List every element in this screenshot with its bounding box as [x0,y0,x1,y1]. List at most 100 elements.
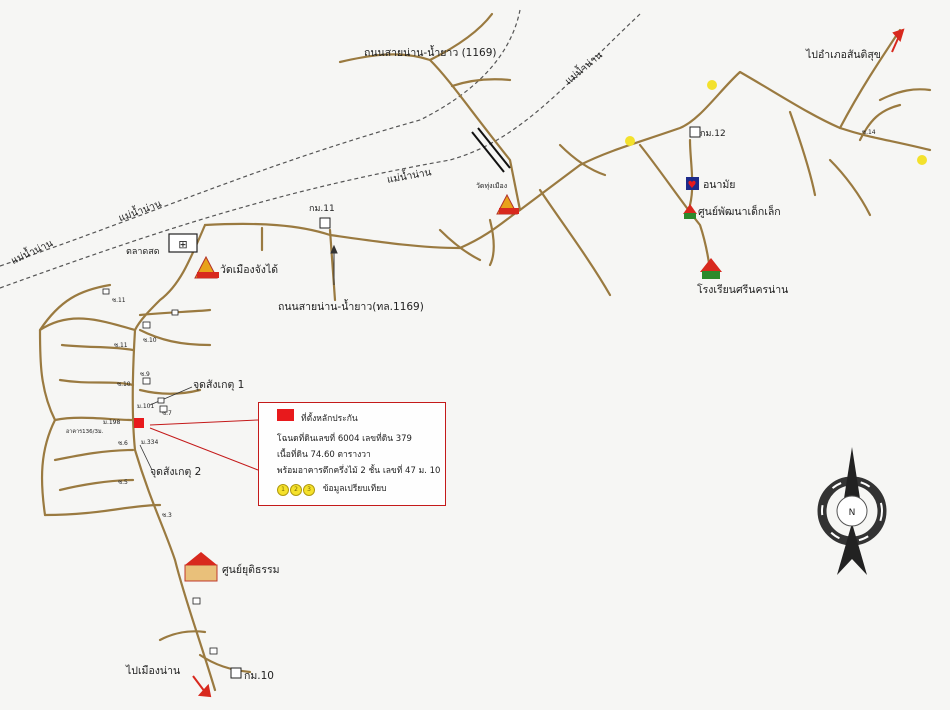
school-label: โรงเรียนศรีนครน่าน [697,284,789,296]
temple-label: วัดเมืองจังได้ [220,264,279,276]
road-ne [838,28,902,130]
road-tm2 [488,218,495,267]
lane-label: ซ.5 [118,479,128,486]
svg-text:⊞: ⊞ [178,238,187,251]
road-main-south [131,328,217,692]
road-km12 [688,138,694,207]
lane [138,328,212,347]
svg-text:♥: ♥ [688,180,697,191]
comparison-marker [625,136,635,146]
comparison-icon: 2 [290,484,302,496]
justice-icon [184,552,218,582]
temple-icon [496,193,519,215]
school-icon [700,258,722,279]
landmark-pointer [149,386,193,406]
legend-line: พร้อมอาคารตึกครึ่งไม้ 2 ชั้น เลขที่ 47 ม… [277,466,441,476]
lane [58,378,135,387]
road-e2 [788,110,817,197]
lane-label: ซ.7 [162,410,172,417]
comparison-icon: 3 [303,484,315,496]
health-label: อนามัย [703,179,736,191]
lane-label: ซ.11 [112,297,126,304]
lane [60,343,135,352]
health-icon: ♥ [686,177,699,191]
road-e1 [558,143,607,177]
to-santisuk-label: ไปอำเภอสันติสุข [806,49,881,61]
lane-label: ม.101 [137,403,155,410]
main-road [203,70,932,250]
legend-swatch [277,409,294,421]
legend-line: โฉนดที่ดินเลขที่ 6004 เลขที่ดิน 379 [277,434,412,444]
bridge [471,127,511,173]
lane [198,653,252,674]
market-icon: ⊞ [168,233,198,253]
comparison-marker [917,155,927,165]
lane-label: ม.334 [141,439,159,446]
to-santisuk-arrow-icon [891,28,905,53]
km-label: กม.11 [309,204,335,214]
km-marker-icon [230,126,701,679]
river-line [0,13,641,289]
lane-label: ซ.10 [117,381,131,388]
comparison-icon: 1 [277,484,289,496]
landmark-pointer [139,444,153,471]
road-north [338,53,522,212]
lane [53,448,135,462]
childcare-label: ศูนย์พัฒนาเด็กเล็ก [698,206,781,218]
market-label: ตลาดสด [126,247,160,257]
road-north-top [428,12,494,62]
lane [158,630,207,642]
childcare-icon [683,204,697,219]
road-e5 [858,103,902,142]
lane [58,478,135,492]
lane [138,308,212,317]
road-school [638,143,712,272]
lane-label: ซ.3 [162,512,172,519]
km-label: กม.10 [244,670,274,682]
legend-title: ที่ตั้งหลักประกัน [301,414,358,424]
km-label: กม.12 [700,129,726,139]
lane [53,416,135,422]
temple-label: วัดทุ่งเมือง [476,182,508,190]
lane-label: ซ.11 [114,342,128,349]
road-pointer [330,244,338,285]
road-e4 [878,88,932,102]
legend-compare-label: ข้อมูลเปรียบเทียบ [322,484,387,494]
justice-label: ศูนย์ยุติธรรม [222,564,280,576]
lane-label: ม.198 [103,419,121,426]
lane-label: ซ.9 [140,371,150,378]
compass-north-label: N [849,508,856,518]
house-icon [102,288,218,655]
road-e3 [828,158,872,217]
legend-pointer [149,419,259,471]
landmark-label: จุดสังเกตุ 2 [150,466,202,478]
lane [138,388,202,395]
compass-icon: N [817,447,887,575]
lane-small-label: อาคาร136/3ม. [66,429,104,435]
lane [43,503,162,517]
road-km11b [328,228,337,302]
legend-line: เนื้อที่ดิน 74.60 ตารางวา [277,450,371,460]
comparison-marker [707,80,717,90]
road-se [538,188,612,297]
road-label-mid: ถนนสายน่าน-น้ำยาว(ทล.1169) [278,301,424,313]
lane-label: ซ.14 [862,129,876,136]
property-marker [134,418,144,428]
to-nan-label: ไปเมืองน่าน [126,665,181,677]
river-line [0,9,521,267]
temple-icon [194,255,219,279]
road-loop-west [38,317,137,517]
lane-label: ซ.6 [118,440,128,447]
road-tm [438,228,482,262]
lane-label: ซ.10 [143,337,157,344]
legend-box: ที่ตั้งหลักประกัน โฉนดที่ดินเลขที่ 6004 … [258,402,446,506]
to-nan-arrow-icon [192,675,212,698]
road-loop-west2 [38,283,112,332]
road-north-right [450,78,512,88]
road-label-north: ถนนสายน่าน-น้ำยาว (1169) [364,47,497,59]
landmark-label: จุดสังเกตุ 1 [193,379,245,391]
